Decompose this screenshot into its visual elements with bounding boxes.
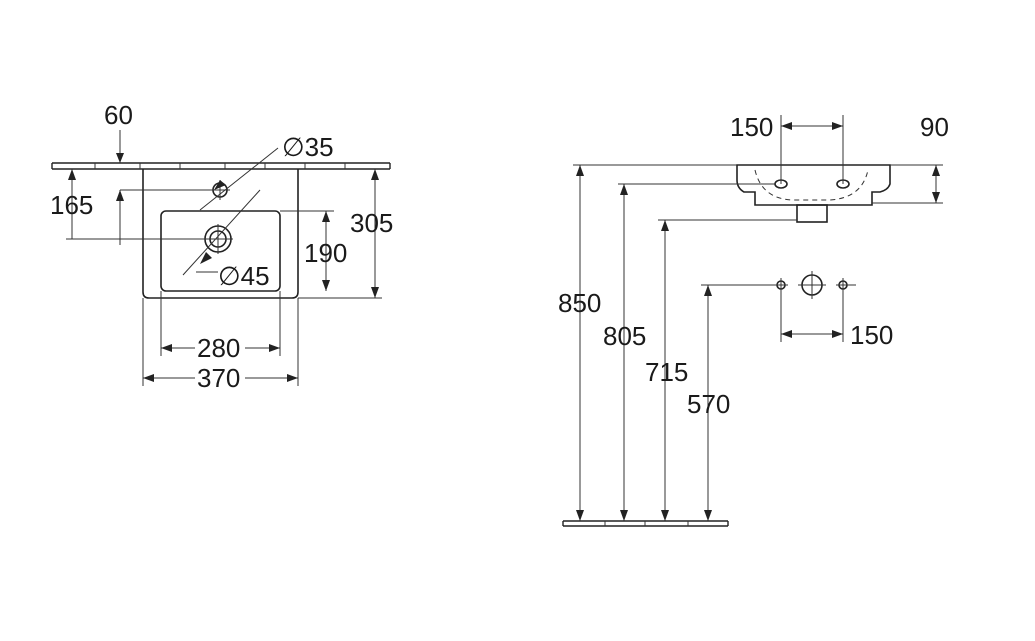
bowl-dashed [754,169,869,201]
supply-point-right [836,278,856,292]
dim-tap-spacing: 150 [730,112,773,142]
wall-section [51,162,391,170]
waste-outlet [796,204,828,223]
supply-point-left [774,278,788,292]
basin-outline [142,169,299,299]
dim-supply-spacing: 150 [850,320,893,350]
dim-tap-hole: ∅35 [282,132,334,162]
basin-profile [736,164,891,206]
dim-height-supply: 570 [687,389,730,419]
floor-joints [604,521,689,526]
dim-wall-thickness: 60 [104,100,133,130]
dim-bowl-depth: 190 [304,238,347,268]
side-view: 150 90 850 805 715 [558,112,949,527]
dim-height-tap: 805 [603,321,646,351]
basin-bowl [160,210,281,292]
dim-height-trap: 715 [645,357,688,387]
wall-joints [94,163,346,169]
dim-waste-hole: ∅45 [218,261,270,291]
dim-height-top: 850 [558,288,601,318]
waste-point [798,271,826,299]
dim-width: 370 [197,363,240,393]
dim-bowl-width: 280 [197,333,240,363]
dim-rim-height: 90 [920,112,949,142]
dim-hole-offset: 165 [50,190,93,220]
plan-view: 60 165 ∅35 ∅45 305 190 [50,100,393,393]
dim-depth: 305 [350,208,393,238]
